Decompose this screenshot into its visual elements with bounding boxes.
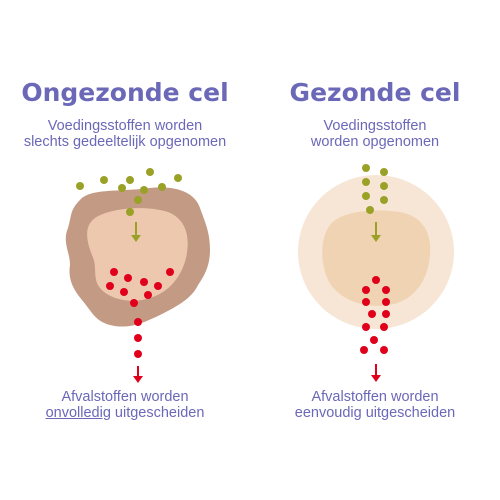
healthy-nutrient-dots xyxy=(362,164,388,214)
healthy-cell-title: Gezonde cel xyxy=(289,78,461,107)
unhealthy-cell-illustration xyxy=(65,168,211,383)
unhealthy-waste-rest: uitgescheiden xyxy=(110,405,205,421)
healthy-intake-line-1: Voedingsstoffen xyxy=(323,118,427,134)
unhealthy-cell-inner xyxy=(87,208,188,301)
unhealthy-waste-line-2: onvolledig uitgescheiden xyxy=(0,405,250,421)
healthy-cell-inner xyxy=(322,210,431,306)
unhealthy-nutrient-dots xyxy=(76,168,182,216)
unhealthy-waste-underlined-word: onvolledig xyxy=(45,405,111,421)
unhealthy-waste-dots xyxy=(106,268,174,358)
unhealthy-intake-arrow xyxy=(131,222,141,242)
unhealthy-cell-panel: Ongezonde cel Voedingsstoffen worden sle… xyxy=(0,78,250,421)
healthy-cell-panel: Gezonde cel Voedingsstoffen worden opgen… xyxy=(250,0,500,500)
unhealthy-cell-title: Ongezonde cel xyxy=(21,78,229,107)
healthy-waste-arrow xyxy=(371,364,381,382)
healthy-cell-illustration xyxy=(298,164,454,382)
unhealthy-waste-arrow xyxy=(133,366,143,383)
unhealthy-intake-line-1: Voedingsstoffen worden xyxy=(47,118,203,134)
healthy-intake-arrow xyxy=(371,222,381,242)
healthy-waste-line-1: Afvalstoffen worden xyxy=(311,389,439,405)
unhealthy-waste-line-1: Afvalstoffen worden xyxy=(61,389,189,405)
healthy-waste-dots xyxy=(360,276,390,354)
unhealthy-intake-line-2: slechts gedeeltelijk opgenomen xyxy=(23,134,227,150)
healthy-intake-line-2: worden opgenomen xyxy=(310,134,440,150)
healthy-waste-line-2: eenvoudig uitgescheiden xyxy=(294,405,456,421)
